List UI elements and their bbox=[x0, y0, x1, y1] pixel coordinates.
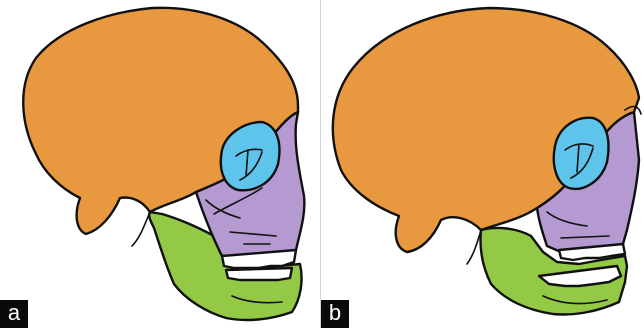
panel-label-a: a bbox=[0, 300, 28, 328]
skull-illustration-a bbox=[0, 0, 320, 328]
panel-b: b bbox=[321, 0, 644, 328]
lower-teeth bbox=[226, 268, 292, 280]
skull-illustration-b bbox=[321, 0, 644, 328]
panel-label-b: b bbox=[321, 300, 349, 328]
panel-a: a bbox=[0, 0, 321, 328]
